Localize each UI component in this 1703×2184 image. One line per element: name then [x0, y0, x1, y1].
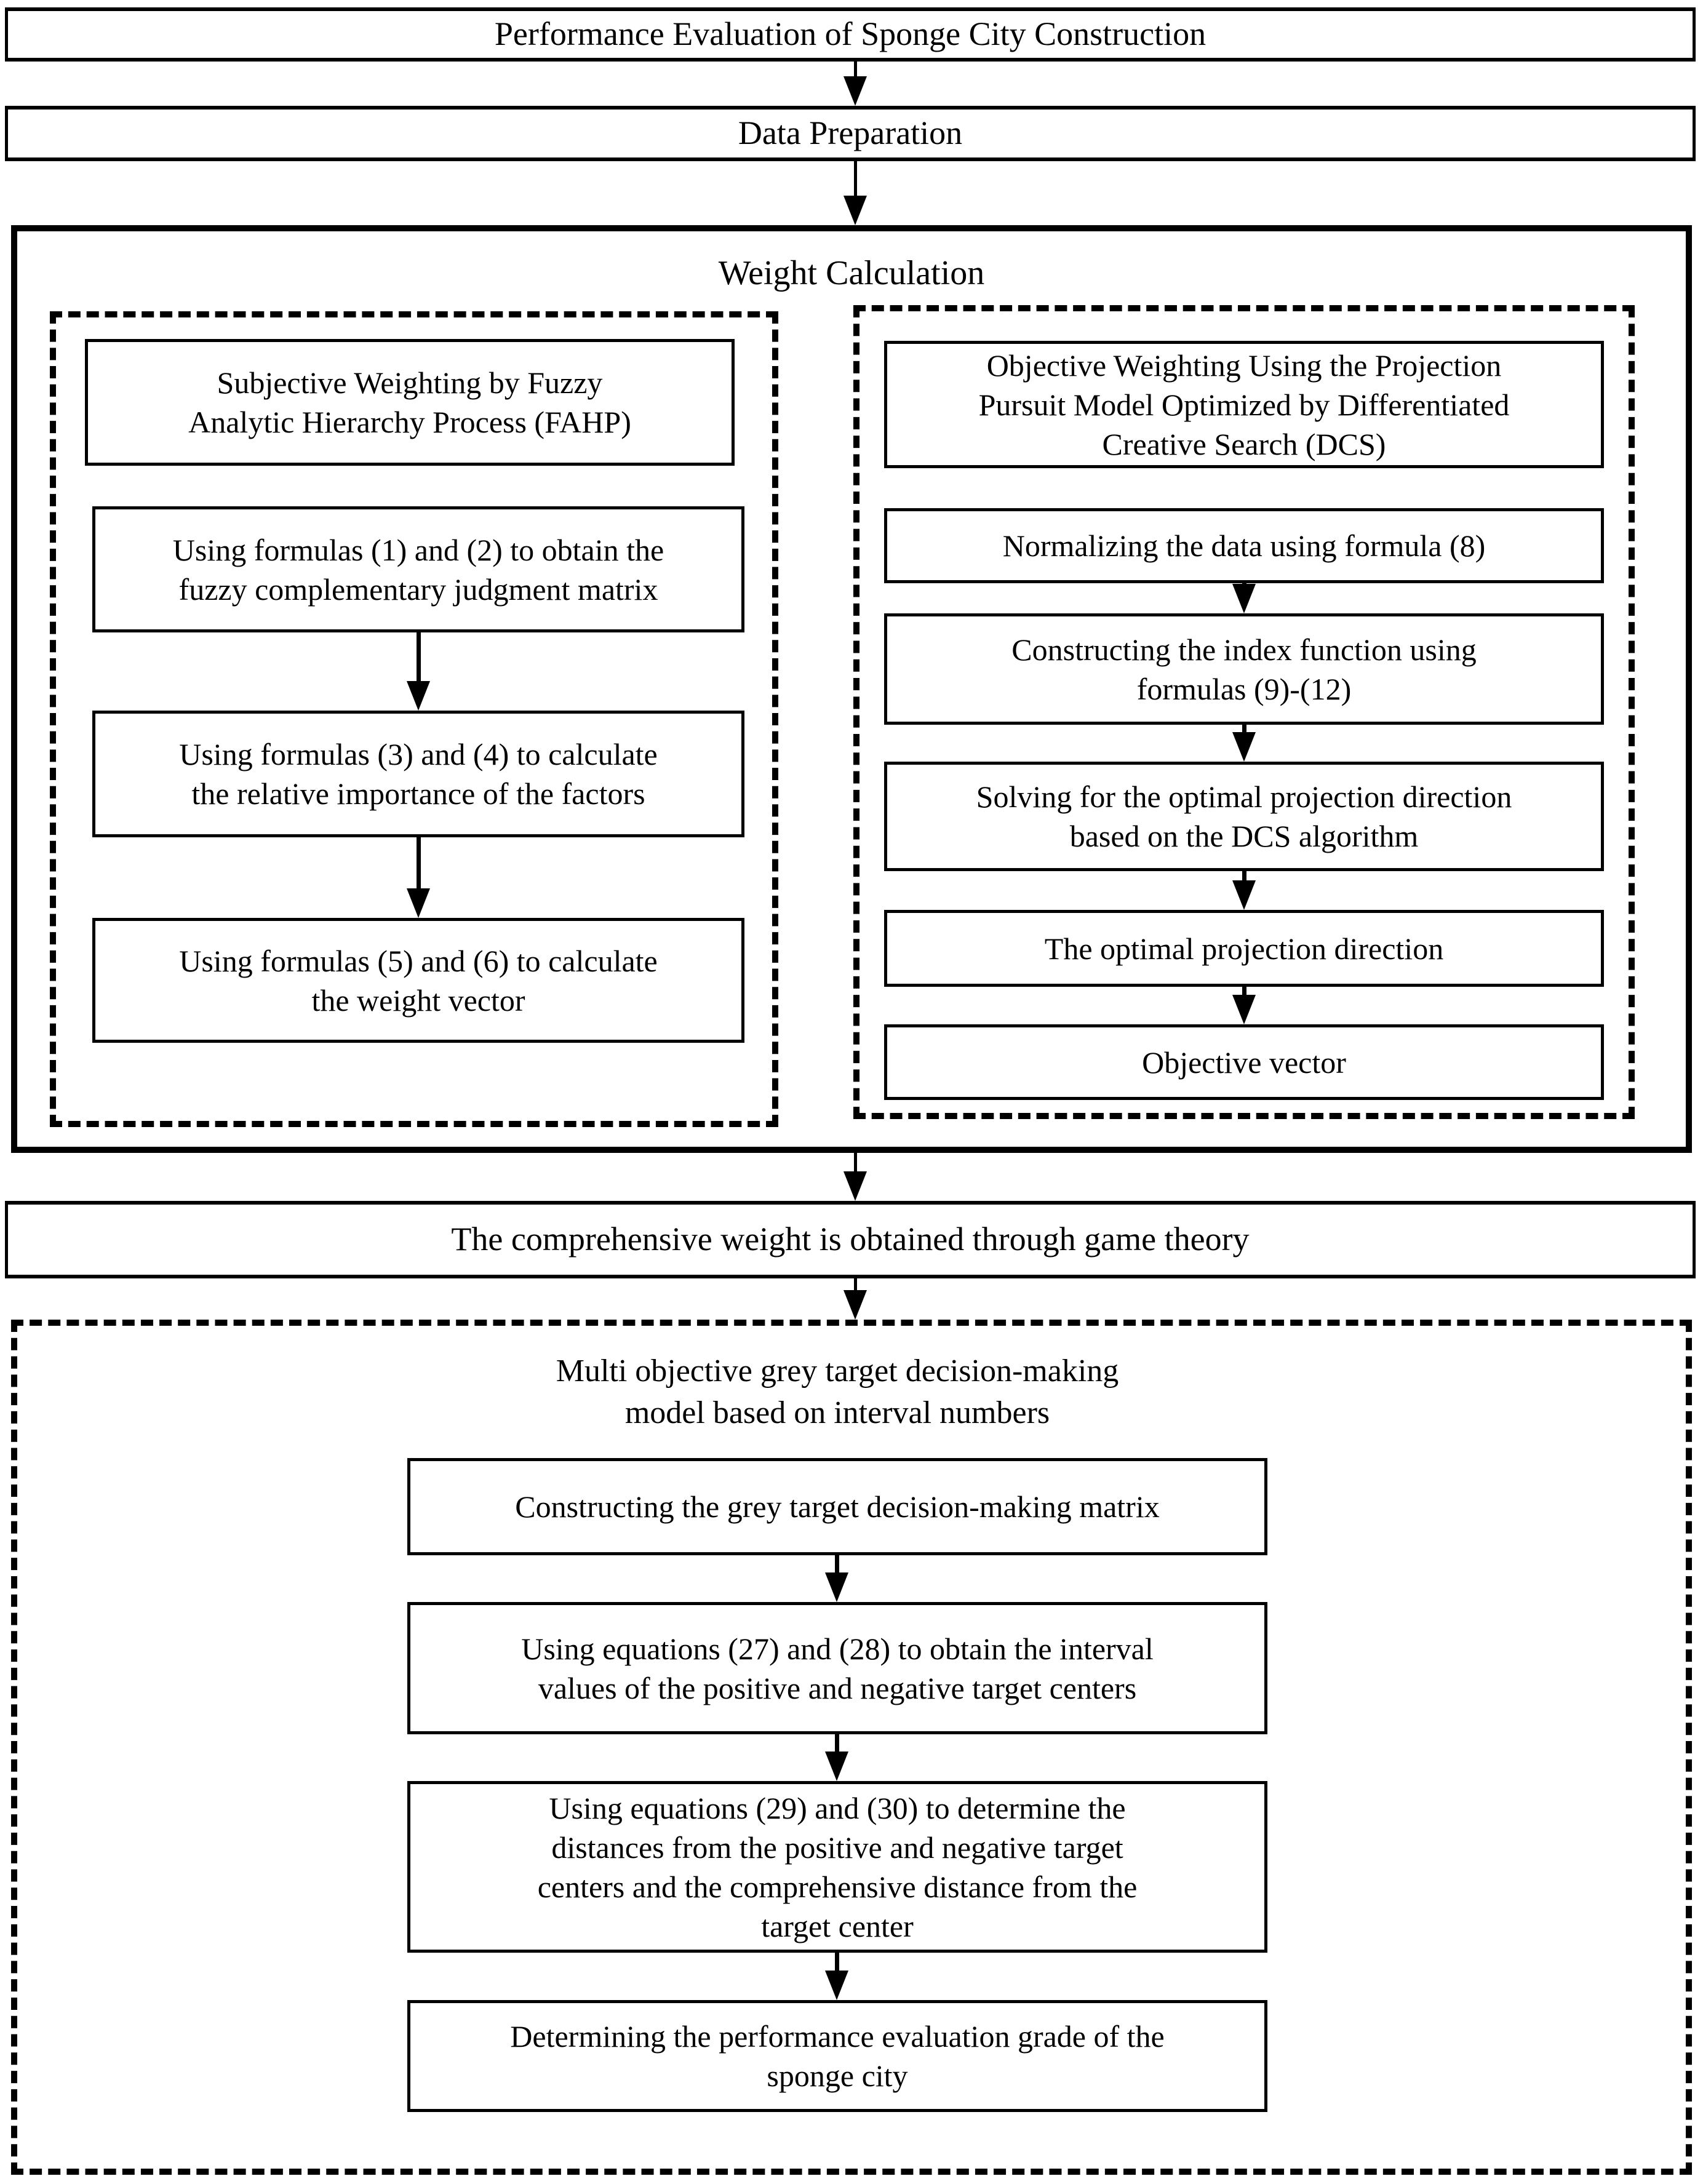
- arrow-down-icon: [825, 1953, 848, 2000]
- objective-weighting-group: [853, 305, 1635, 1119]
- arrow-down-icon: [1232, 987, 1256, 1024]
- arrow-shaft: [834, 1953, 839, 1971]
- arrow-down-icon: [407, 837, 430, 918]
- node-fahp-step-1: Using formulas (1) and (2) to obtain the…: [92, 506, 744, 632]
- arrow-head: [825, 1572, 848, 1602]
- node-grey-target-step-4: Determining the performance evaluation g…: [407, 2000, 1267, 2112]
- arrow-down-icon: [407, 632, 430, 711]
- arrow-head: [844, 1171, 867, 1201]
- arrow-shaft: [416, 632, 421, 681]
- arrow-head: [407, 681, 430, 711]
- node-fahp-title: Subjective Weighting by Fuzzy Analytic H…: [85, 339, 735, 466]
- node-fahp-step-3: Using formulas (5) and (6) to calculate …: [92, 918, 744, 1043]
- subjective-weighting-group: [50, 311, 778, 1127]
- arrow-shaft: [1242, 987, 1246, 995]
- arrow-shaft: [416, 837, 421, 888]
- arrow-head: [1232, 732, 1256, 762]
- node-game-theory: The comprehensive weight is obtained thr…: [5, 1201, 1696, 1278]
- node-dcs-step-5: Objective vector: [884, 1024, 1604, 1100]
- arrow-down-icon: [844, 62, 867, 106]
- arrow-shaft: [853, 62, 857, 76]
- node-performance-evaluation-title: Performance Evaluation of Sponge City Co…: [5, 7, 1696, 62]
- node-dcs-title: Objective Weighting Using the Projection…: [884, 341, 1604, 468]
- arrow-head: [844, 196, 867, 225]
- arrow-down-icon: [1232, 725, 1256, 762]
- arrow-head: [825, 1752, 848, 1781]
- arrow-down-icon: [1232, 583, 1256, 613]
- arrow-shaft: [834, 1734, 839, 1752]
- arrow-down-icon: [844, 1153, 867, 1201]
- node-dcs-step-4: The optimal projection direction: [884, 910, 1604, 987]
- arrow-down-icon: [844, 161, 867, 225]
- node-fahp-step-2: Using formulas (3) and (4) to calculate …: [92, 711, 744, 837]
- arrow-head: [844, 1290, 867, 1320]
- arrow-down-icon: [825, 1734, 848, 1781]
- arrow-down-icon: [825, 1555, 848, 1602]
- node-dcs-step-3: Solving for the optimal projection direc…: [884, 762, 1604, 871]
- grey-target-group: [11, 1320, 1692, 2175]
- arrow-shaft: [853, 161, 857, 196]
- node-grey-target-step-1: Constructing the grey target decision-ma…: [407, 1458, 1267, 1555]
- node-data-preparation: Data Preparation: [5, 106, 1696, 161]
- arrow-shaft: [1242, 583, 1246, 584]
- arrow-head: [1232, 584, 1256, 613]
- node-dcs-step-1: Normalizing the data using formula (8): [884, 508, 1604, 583]
- arrow-shaft: [853, 1153, 857, 1171]
- arrow-shaft: [853, 1278, 857, 1290]
- arrow-head: [825, 1971, 848, 2000]
- arrow-shaft: [1242, 871, 1246, 880]
- arrow-shaft: [1242, 725, 1246, 732]
- arrow-head: [1232, 995, 1256, 1024]
- node-grey-target-step-2: Using equations (27) and (28) to obtain …: [407, 1602, 1267, 1734]
- arrow-head: [1232, 880, 1256, 910]
- arrow-shaft: [834, 1555, 839, 1572]
- arrow-down-icon: [844, 1278, 867, 1320]
- node-grey-target-step-3: Using equations (29) and (30) to determi…: [407, 1781, 1267, 1953]
- node-dcs-step-2: Constructing the index function using fo…: [884, 613, 1604, 725]
- arrow-head: [407, 888, 430, 918]
- arrow-head: [844, 76, 867, 106]
- grey-target-title: Multi objective grey target decision-mak…: [556, 1353, 1119, 1430]
- arrow-down-icon: [1232, 871, 1256, 910]
- weight-calculation-label: Weight Calculation: [718, 254, 985, 292]
